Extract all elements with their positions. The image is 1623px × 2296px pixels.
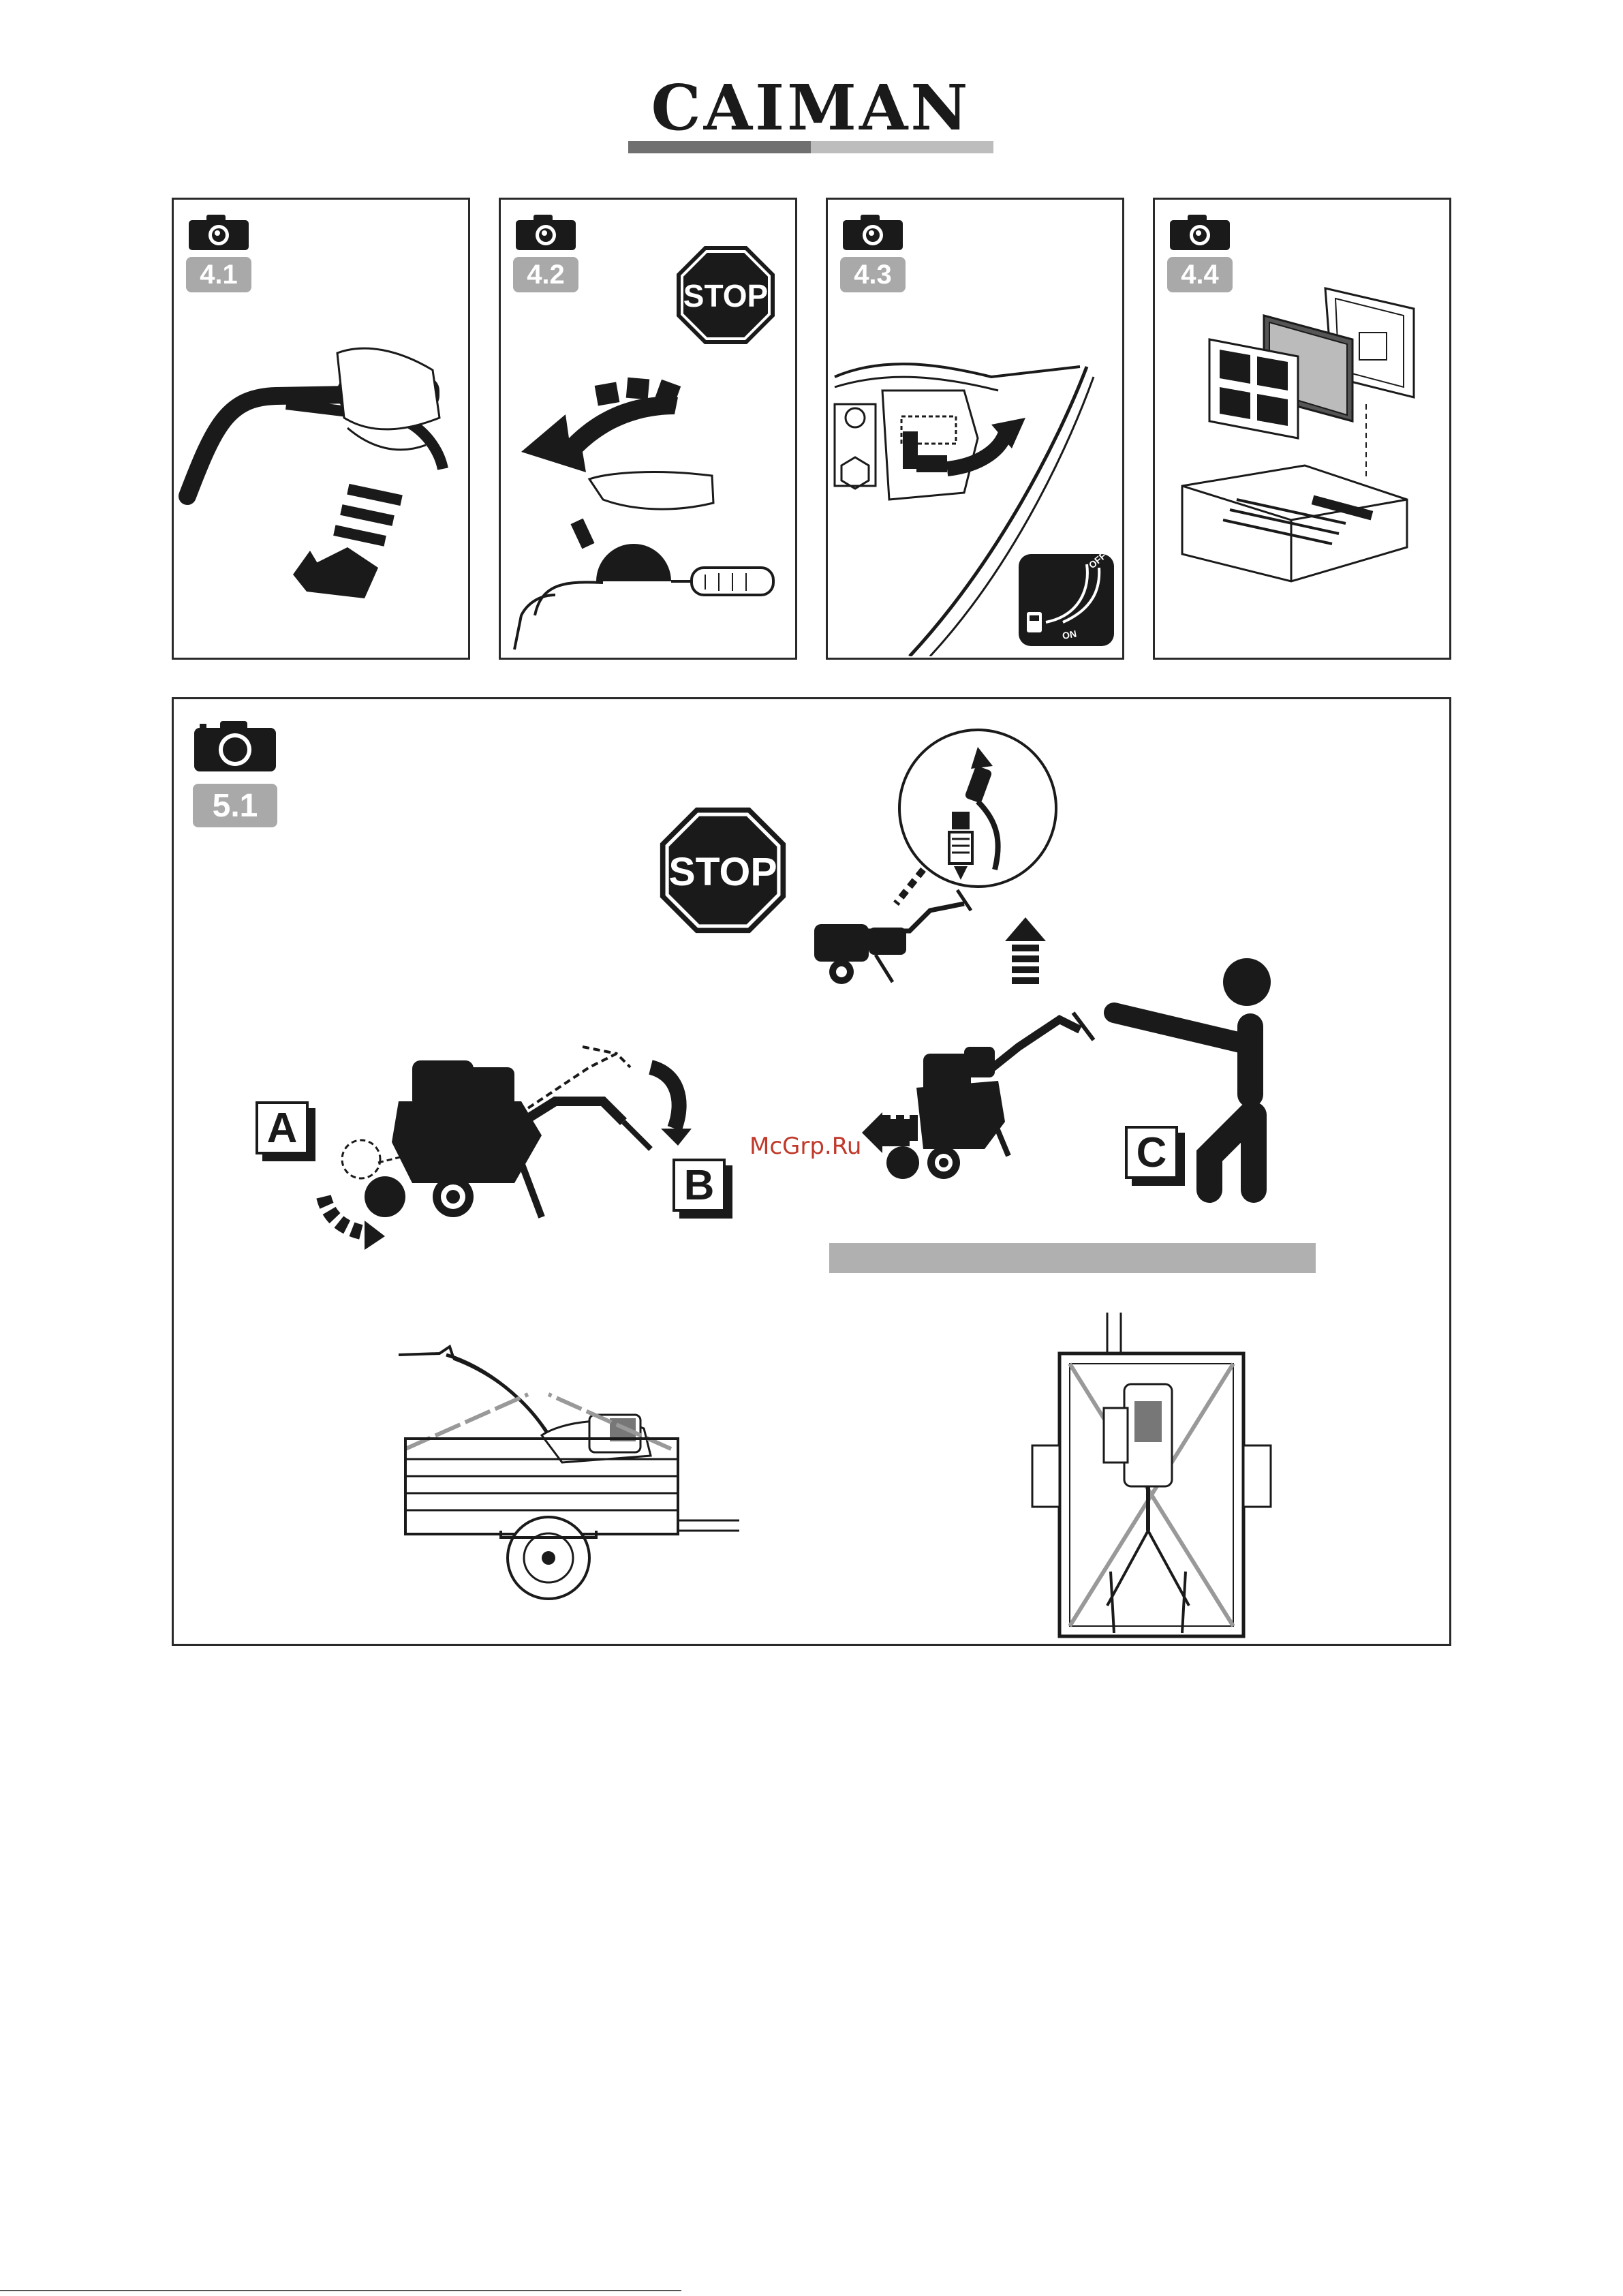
stop-sign-label: STOP — [668, 850, 777, 894]
trailer-side-illustration — [385, 1326, 753, 1612]
panel-4-1: 4.1 — [172, 198, 470, 660]
fuel-switch-icon: OFF ON — [1019, 550, 1114, 646]
panel-4-2: 4.2 STOP — [499, 198, 797, 660]
throttle-lever-illustration — [501, 356, 795, 656]
panel-5-1: 5.1 STOP — [172, 697, 1451, 1646]
step-badge: 5.1 — [193, 784, 277, 827]
camera-icon — [841, 212, 904, 251]
ground-bar — [829, 1243, 1316, 1273]
camera-icon — [193, 718, 277, 773]
tiller-push-illustration — [821, 910, 1366, 1251]
stop-sign: STOP — [675, 244, 777, 346]
panel-4-3: 4.3 OFF ON — [826, 198, 1124, 660]
fuel-valve-illustration: OFF ON — [828, 302, 1122, 656]
direction-arrow-icon — [862, 1112, 910, 1153]
stop-sign: STOP — [658, 805, 788, 936]
air-filter-illustration — [1155, 275, 1449, 656]
stop-sign-label: STOP — [683, 278, 768, 313]
step-badge: 4.1 — [186, 257, 251, 292]
trailer-top-illustration — [950, 1313, 1278, 1647]
tiller-tilt-illustration — [296, 1020, 719, 1265]
label-c: C — [1125, 1126, 1178, 1179]
camera-icon — [514, 212, 577, 251]
brand-name: CAIMAN — [627, 74, 995, 142]
watermark: McGrp.Ru — [749, 1133, 861, 1160]
step-badge: 4.2 — [513, 257, 578, 292]
panel-4-4: 4.4 — [1153, 198, 1451, 660]
brand-bar-light — [811, 141, 993, 153]
brake-lever-illustration — [174, 316, 468, 656]
brand-bar-dark — [628, 141, 811, 153]
footer-rule — [0, 2290, 681, 2291]
label-a: A — [256, 1101, 309, 1154]
camera-icon — [1169, 212, 1231, 251]
label-b: B — [673, 1159, 726, 1212]
step-badge: 4.3 — [840, 257, 906, 292]
camera-icon — [187, 212, 250, 251]
